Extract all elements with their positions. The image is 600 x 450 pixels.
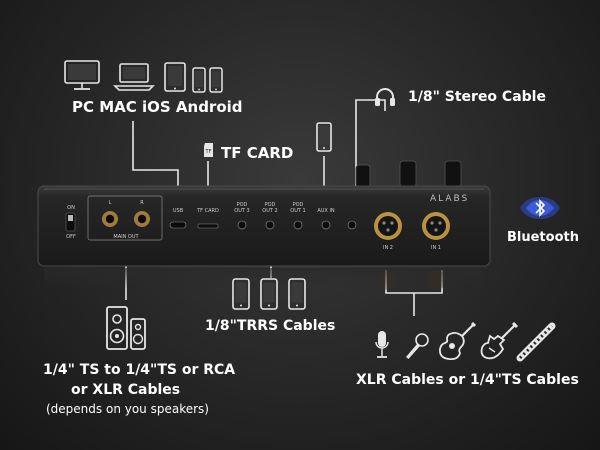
- speaker-cables-line1: 1/4" TS to 1/4"TS or RCA: [43, 362, 236, 378]
- microphone-icon: [375, 331, 389, 358]
- pod-out3-label: POD OUT 3: [234, 202, 250, 214]
- phone-icon: [192, 67, 206, 93]
- electric-guitar-icon: [480, 321, 519, 360]
- right-label: R: [140, 200, 144, 206]
- pod-out2-label: POD OUT 2: [262, 202, 278, 214]
- speaker-cables-note: (depends on you speakers): [46, 402, 209, 416]
- main-out-label: MAIN OUT: [113, 234, 139, 240]
- computers-label: PC MAC iOS Android: [72, 98, 243, 116]
- speakers-icon: [106, 306, 146, 350]
- pod-out1-label: POD OUT 1: [290, 202, 306, 214]
- trrs-cables-label: 1/8"TRRS Cables: [205, 318, 336, 334]
- tablet-icon: [164, 62, 186, 92]
- tf-card-label: TF CARD: [221, 144, 294, 162]
- in1-label: IN 1: [431, 245, 441, 251]
- phone-icon: [260, 278, 278, 310]
- brand-logo: ALABS: [430, 194, 470, 204]
- laptop-icon: [113, 63, 155, 91]
- off-label: OFF: [66, 234, 76, 240]
- smartphone-icon: [316, 122, 332, 152]
- aux-in-label: AUX IN: [317, 208, 335, 214]
- svg-text:TF: TF: [205, 149, 212, 155]
- on-label: ON: [67, 205, 75, 211]
- bluetooth-icon: [520, 197, 560, 219]
- bluetooth-label: Bluetooth: [507, 230, 579, 245]
- phone-icon: [232, 278, 250, 310]
- cable-icon: [516, 322, 556, 362]
- left-label: L: [108, 200, 112, 206]
- sd-card-icon: TF: [204, 143, 213, 157]
- stereo-cable-label: 1/8" Stereo Cable: [408, 89, 546, 105]
- handheld-mic-icon: [406, 333, 429, 359]
- usb-port-label: USB: [172, 208, 184, 214]
- tf-port-label: TF CARD: [197, 208, 219, 214]
- xlr-cables-label: XLR Cables or 1/4"TS Cables: [356, 372, 579, 388]
- in2-label: IN 2: [383, 245, 393, 251]
- acoustic-guitar-icon: [439, 321, 477, 361]
- phone-icon: [209, 67, 223, 93]
- monitor-icon: [64, 60, 100, 90]
- speaker-cables-line2: or XLR Cables: [71, 382, 181, 398]
- phone-icon: [288, 278, 306, 310]
